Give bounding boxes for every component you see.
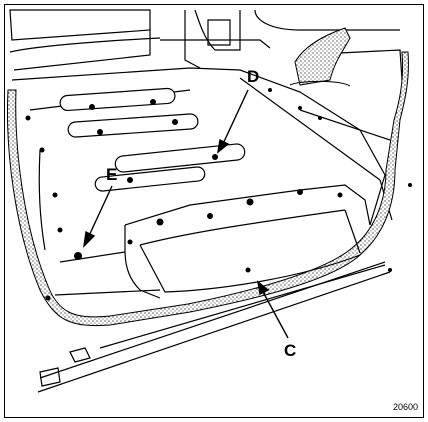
seat-base [294,27,351,86]
figure-reference-number: 20600 [392,402,418,412]
callout-c: C [284,341,297,360]
door-sill [37,261,391,393]
callout-e: E [106,165,118,184]
figure-frame [4,4,424,418]
door-seal [6,51,409,327]
bolt-holes [25,88,412,301]
leader-lines [83,89,289,339]
tray-section [54,184,371,299]
callout-d: D [247,67,260,86]
